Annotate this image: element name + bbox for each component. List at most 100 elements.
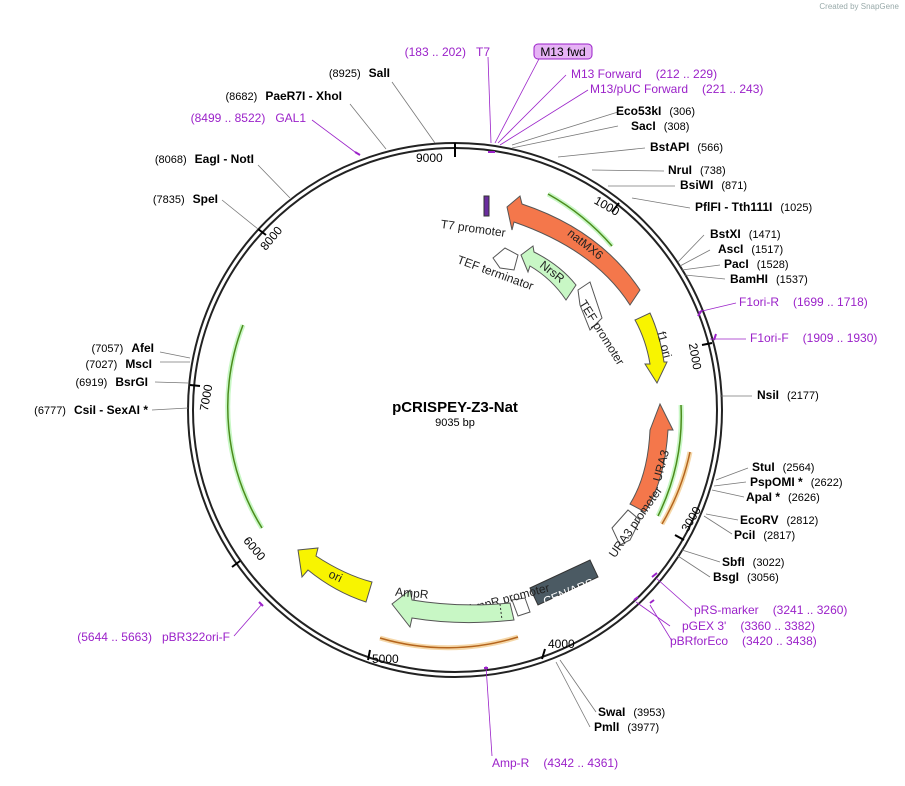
natmx6-feature[interactable] xyxy=(506,195,641,306)
site-afeI[interactable]: (7057)AfeI xyxy=(92,341,154,355)
site-pmlI[interactable]: PmlI(3977) xyxy=(594,720,659,734)
site-bstXI-name: BstXI xyxy=(710,227,741,241)
tick-label-9000: 9000 xyxy=(416,151,443,165)
primer-markers xyxy=(258,151,717,669)
nrsr-feature[interactable] xyxy=(520,245,577,301)
site-tth111I[interactable]: PflFI - Tth111I(1025) xyxy=(695,200,812,214)
primer-amp-r-range: (4342 .. 4361) xyxy=(543,756,618,770)
site-bamHI[interactable]: BamHI(1537) xyxy=(730,272,808,286)
tick-label-6000: 6000 xyxy=(240,534,268,564)
plasmid-name: pCRISPEY-Z3-Nat xyxy=(392,399,518,416)
site-pspOMI-pos: (2622) xyxy=(811,477,843,489)
site-pspOMI[interactable]: PspOMI *(2622) xyxy=(750,475,842,489)
site-swaI[interactable]: SwaI (3953) xyxy=(598,705,665,719)
primer-f1ori-r[interactable]: F1ori-R(1699 .. 1718) xyxy=(739,295,868,309)
primer-pgex3[interactable]: pGEX 3' (3360 .. 3382) xyxy=(682,619,815,633)
ura3-promoter-feature[interactable] xyxy=(611,509,641,546)
site-nruI-name: NruI xyxy=(668,163,692,177)
snapgene-credit: Created by SnapGene xyxy=(819,2,899,11)
site-tth111I-name: PflFI - Tth111I xyxy=(695,200,772,214)
primer-prs-marker-name: pRS-marker xyxy=(694,603,759,617)
site-swaI-name: SwaI xyxy=(598,705,625,719)
plasmid-size: 9035 bp xyxy=(435,417,475,429)
site-nsiI[interactable]: NsiI (2177) xyxy=(757,388,819,402)
primer-t7[interactable]: (183 .. 202)T7 xyxy=(405,45,491,59)
site-bstAPI[interactable]: BstAPI(566) xyxy=(650,140,723,154)
site-bstAPI-name: BstAPI xyxy=(650,140,689,154)
site-sbfI[interactable]: SbfI(3022) xyxy=(722,555,784,569)
site-swaI-pos: (3953) xyxy=(633,707,665,719)
site-ascI[interactable]: AscI(1517) xyxy=(718,242,783,256)
site-apaI[interactable]: ApaI *(2626) xyxy=(746,490,820,504)
ura3-feature[interactable] xyxy=(629,402,674,513)
ampr-feature[interactable] xyxy=(391,589,515,629)
cen-ars-feature[interactable] xyxy=(529,559,599,606)
site-xhoI-name: PaeR7I - XhoI xyxy=(265,89,342,103)
site-stuI[interactable]: StuI(2564) xyxy=(752,460,814,474)
site-bsiWI[interactable]: BsiWI(871) xyxy=(680,178,747,192)
natmx6-arc-line xyxy=(547,193,613,247)
site-pciI[interactable]: PciI(2817) xyxy=(734,528,795,542)
primer-amp-r[interactable]: Amp-R (4342 .. 4361) xyxy=(492,756,618,770)
site-ecoRV-name: EcoRV xyxy=(740,513,778,527)
site-bsgI[interactable]: BsgI(3056) xyxy=(713,570,779,584)
tef-terminator-feature[interactable] xyxy=(492,247,519,271)
site-sexAI-name: CsiI - SexAI * xyxy=(74,403,148,417)
primer-f1ori-r-name: F1ori-R xyxy=(739,295,779,309)
f1-ori-label: f1 ori xyxy=(654,330,674,359)
primer-pbr322ori-f[interactable]: (5644 .. 5663)pBR322ori-F xyxy=(77,630,230,644)
primer-gal1[interactable]: (8499 .. 8522)GAL1 xyxy=(191,111,307,125)
tick-label-8000: 8000 xyxy=(257,223,285,253)
primer-amp-r-name: Amp-R xyxy=(492,756,530,770)
primer-m13-forward[interactable]: M13 Forward(212 .. 229) xyxy=(571,67,717,81)
site-bsgI-pos: (3056) xyxy=(747,572,779,584)
site-mscI[interactable]: (7027)MscI xyxy=(86,357,152,371)
site-pacI[interactable]: PacI(1528) xyxy=(724,257,788,271)
ampr-promoter-feature[interactable] xyxy=(511,597,531,617)
primer-pbrforeco-range: (3420 .. 3438) xyxy=(742,634,817,648)
tick-label-7000: 7000 xyxy=(197,383,215,412)
tef-promoter-feature[interactable] xyxy=(577,281,603,331)
site-nruI-pos: (738) xyxy=(700,165,726,177)
primer-m13-puc-range: (221 .. 243) xyxy=(702,82,763,96)
f1-ori-feature[interactable] xyxy=(634,312,668,385)
ura3-arc-line xyxy=(657,404,683,517)
tick-label-3000: 3000 xyxy=(678,504,704,534)
site-sacI[interactable]: SacI(308) xyxy=(631,119,689,133)
site-ecoRV[interactable]: EcoRV(2812) xyxy=(740,513,818,527)
site-bsrGI[interactable]: (6919)BsrGI xyxy=(76,375,148,389)
primer-pbrforeco[interactable]: pBRforEco(3420 .. 3438) xyxy=(670,634,817,648)
site-sacI-name: SacI xyxy=(631,119,656,133)
site-nsiI-pos: (2177) xyxy=(787,390,819,402)
ori-feature[interactable] xyxy=(297,547,373,603)
site-eco53kI[interactable]: Eco53kI(306) xyxy=(616,104,695,118)
site-sexAI[interactable]: (6777)CsiI - SexAI * xyxy=(34,403,148,417)
site-pciI-name: PciI xyxy=(734,528,755,542)
site-notI[interactable]: (8068)EagI - NotI xyxy=(155,152,254,166)
tick-label-5000: 5000 xyxy=(372,652,399,666)
site-nruI[interactable]: NruI (738) xyxy=(668,163,726,177)
gal-arc-line xyxy=(227,324,263,529)
t7-promoter-feature[interactable] xyxy=(483,195,490,217)
site-xhoI[interactable]: (8682)PaeR7I - XhoI xyxy=(226,89,342,103)
primer-prs-marker[interactable]: pRS-marker(3241 .. 3260) xyxy=(694,603,847,617)
primer-f1ori-f[interactable]: F1ori-F(1909 .. 1930) xyxy=(750,331,877,345)
site-mscI-name: MscI xyxy=(125,357,152,371)
site-sbfI-name: SbfI xyxy=(722,555,745,569)
site-speI-pos: (7835) xyxy=(153,194,185,206)
site-salI-pos: (8925) xyxy=(329,68,361,80)
primer-gal1-range: (8499 .. 8522) xyxy=(191,111,266,125)
primer-m13fwd-badge[interactable] xyxy=(533,43,593,60)
primer-m13-puc-forward[interactable]: M13/pUC Forward(221 .. 243) xyxy=(590,82,763,96)
site-salI[interactable]: (8925)SalI xyxy=(329,66,390,80)
site-pmlI-pos: (3977) xyxy=(627,722,659,734)
site-bsiWI-name: BsiWI xyxy=(680,178,713,192)
site-nsiI-name: NsiI xyxy=(757,388,779,402)
site-bstXI[interactable]: BstXI(1471) xyxy=(710,227,780,241)
primer-pgex3-range: (3360 .. 3382) xyxy=(740,619,815,633)
primer-pgex3-name: pGEX 3' xyxy=(682,619,726,633)
ampr-arc-line xyxy=(379,636,519,649)
site-speI[interactable]: (7835)SpeI xyxy=(153,192,218,206)
site-pacI-pos: (1528) xyxy=(757,259,789,271)
